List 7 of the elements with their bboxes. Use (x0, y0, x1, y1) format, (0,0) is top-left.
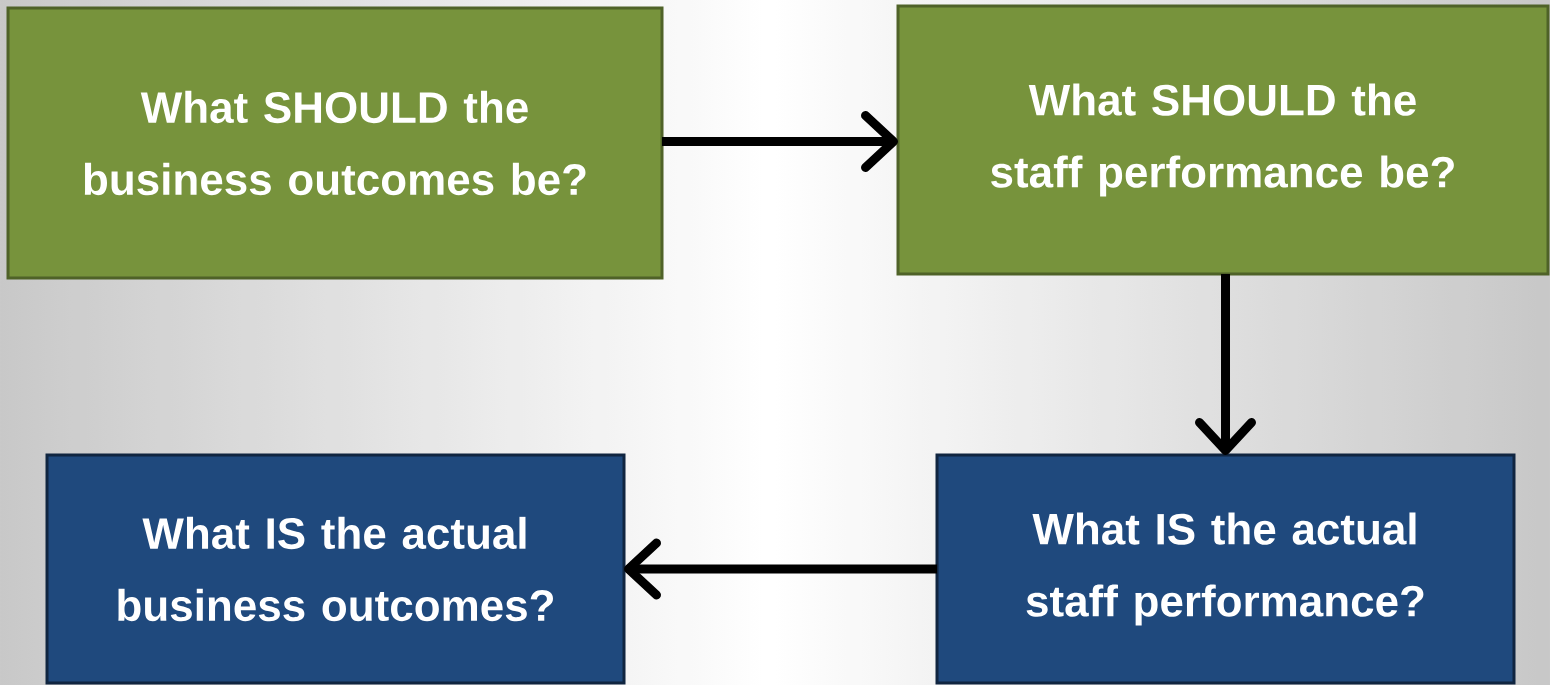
question-box: What SHOULD the business outcomes be? (6, 6, 664, 280)
question-box: What IS the actual business outcomes? (45, 453, 626, 685)
arrow (624, 538, 937, 600)
question-box: What IS the actual staff performance? (935, 453, 1516, 685)
arrow (662, 111, 898, 172)
question-box: What SHOULD the staff performance be? (896, 4, 1550, 276)
arrow (1195, 274, 1256, 455)
